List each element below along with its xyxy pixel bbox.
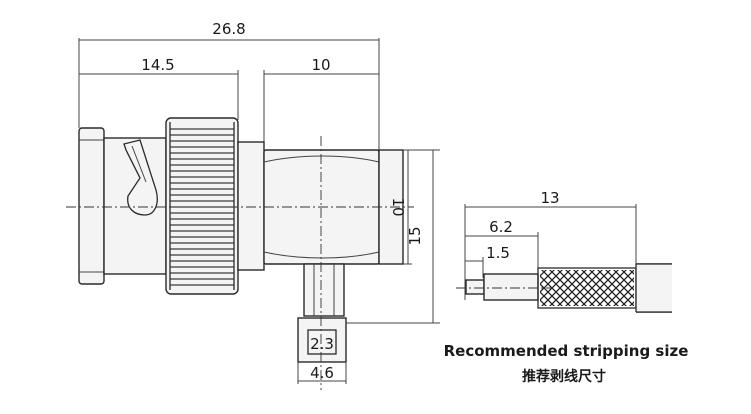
dim-label-overall: 26.8 [212,20,245,38]
dim-label-body-height: 10 [389,197,407,216]
dim-label-strip-total: 13 [540,189,559,207]
bnc-connector [66,117,414,390]
caption-chinese: 推荐剥线尺寸 [522,368,606,385]
dim-label-strip-jacket: 6.2 [489,218,513,236]
dim-label-pin-width: 4.6 [310,364,334,382]
dim-label-total-height: 15 [406,226,424,245]
caption-english: Recommended stripping size [444,342,689,360]
dimension-bayonet-length: 14.5 [79,56,239,120]
dimension-body-length: 10 [263,56,379,150]
dimension-total-height: 15 [346,149,440,324]
dim-label-pin-hole: 2.3 [310,335,334,353]
stripping-diagram: 13 6.2 1.5 [456,189,672,313]
dim-label-bayonet: 14.5 [141,56,174,74]
dim-label-body-length: 10 [311,56,330,74]
dimension-pin-hole: 2.3 [310,335,334,353]
dim-label-strip-conductor: 1.5 [486,244,510,262]
dimension-overall-length: 26.8 [78,20,380,150]
dimension-pin-width: 4.6 [297,362,347,384]
